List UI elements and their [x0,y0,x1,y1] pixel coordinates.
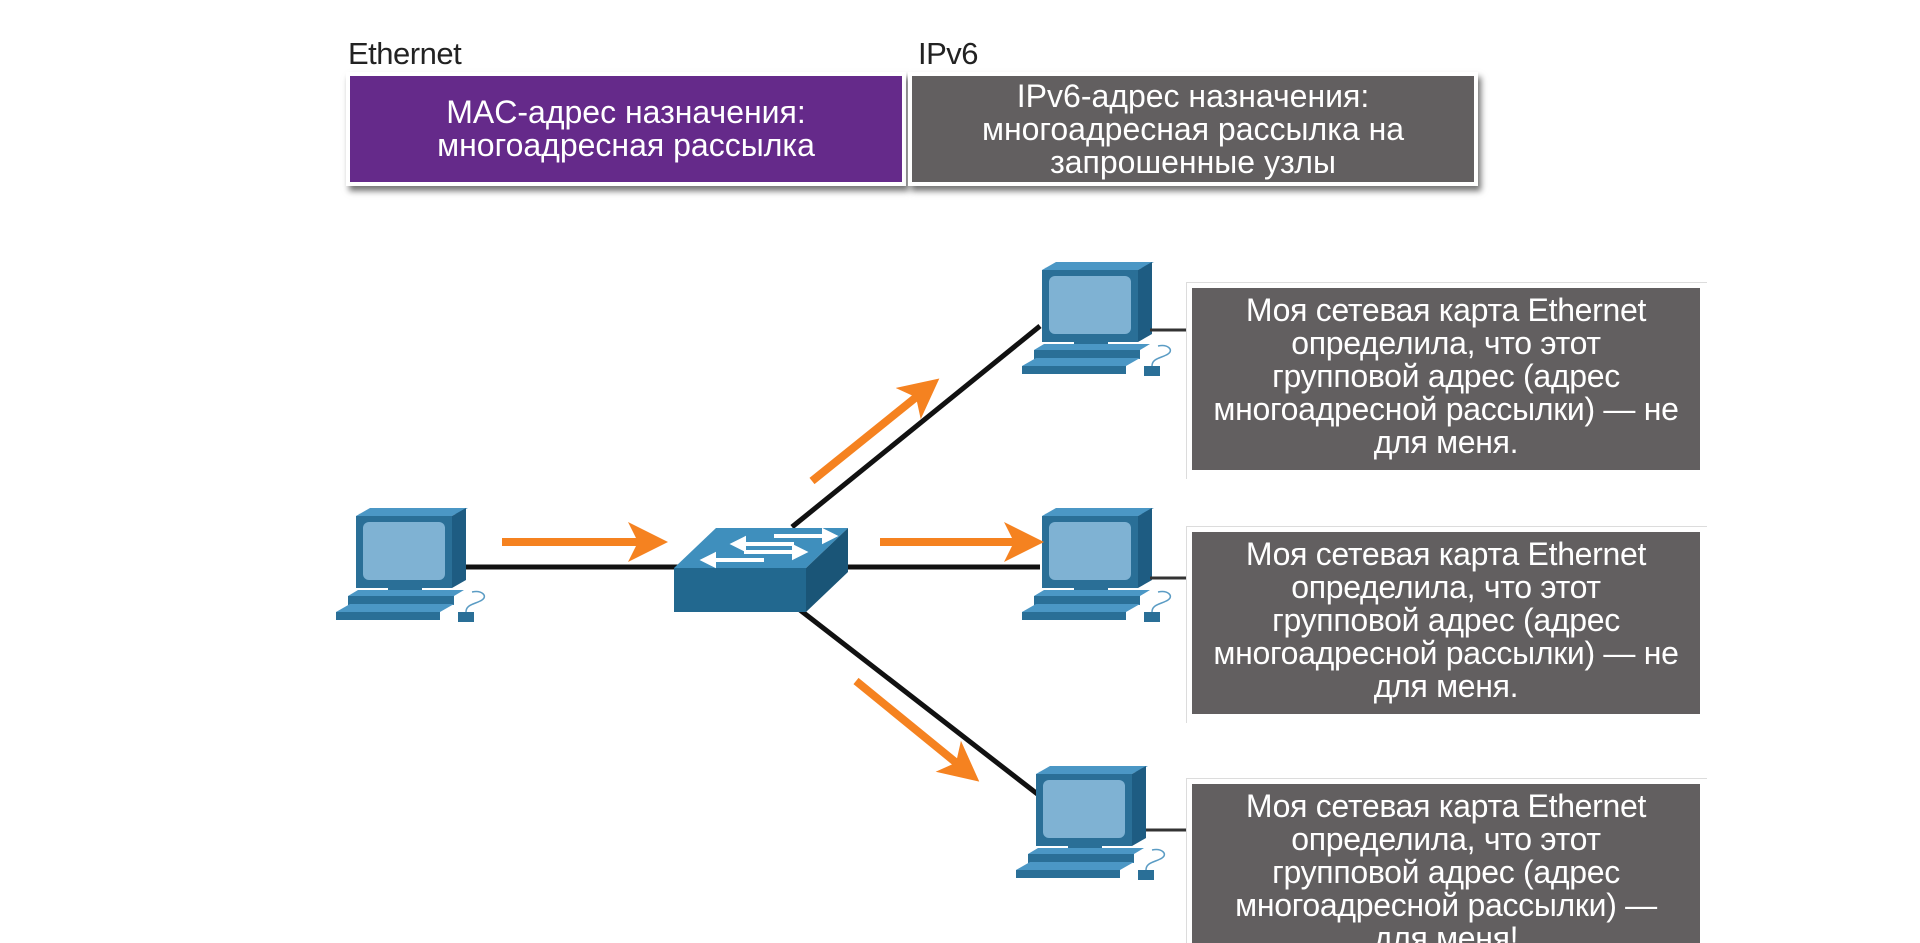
arrow-switch-to-receiver-1 [809,378,940,485]
receiver-pc-icon-2 [1021,507,1172,623]
message-1-line-2: определила, что этот [1291,325,1601,361]
message-3-line-2: определила, что этот [1291,821,1601,857]
ipv6-box-line-3: запрошенные узлы [1050,143,1336,180]
switch-icon [674,527,848,612]
message-2-line-4: многоадресной рассылки) — не [1213,635,1679,671]
message-2-line-1: Моя сетевая карта Ethernet [1245,536,1647,572]
ethernet-box-line-1: MAC-адрес назначения: [446,94,806,130]
receiver-pc-icon-1 [1021,261,1172,377]
message-1-line-3: групповой адрес (адрес [1272,358,1620,394]
ipv6-label: IPv6 [918,36,979,71]
ipv6-box-line-1: IPv6-адрес назначения: [1016,77,1370,114]
ethernet-label: Ethernet [348,36,462,71]
message-box-1: Моя сетевая карта Ethernet определила, ч… [1192,288,1700,470]
message-3-line-5: для меня! [1373,920,1519,943]
ethernet-box-line-2: многоадресная рассылка [437,127,815,163]
message-box-3: Моя сетевая карта Ethernet определила, ч… [1192,784,1700,943]
message-2-line-3: групповой адрес (адрес [1272,602,1620,638]
message-2-line-2: определила, что этот [1291,569,1601,605]
link-switch-receiver-3 [798,608,1042,798]
message-2-line-5: для меня. [1373,668,1519,704]
arrow-switch-to-receiver-3 [853,677,980,782]
receiver-pc-icon-3 [1015,765,1166,881]
ethernet-destination-box: MAC-адрес назначения: многоадресная расс… [346,72,906,186]
message-3-line-4: многоадресной рассылки) — [1235,887,1657,923]
sender-pc-icon [335,507,486,623]
message-1-line-5: для меня. [1373,424,1519,460]
message-3-line-3: групповой адрес (адрес [1272,854,1620,890]
message-3-line-1: Моя сетевая карта Ethernet [1245,788,1647,824]
link-switch-receiver-1 [790,324,1042,529]
message-1-line-4: многоадресной рассылки) — не [1213,391,1679,427]
message-1-line-1: Моя сетевая карта Ethernet [1245,292,1647,328]
ipv6-destination-box: IPv6-адрес назначения: многоадресная рас… [908,72,1478,186]
message-box-2: Моя сетевая карта Ethernet определила, ч… [1192,532,1700,714]
ipv6-box-line-2: многоадресная рассылка на [981,110,1405,147]
